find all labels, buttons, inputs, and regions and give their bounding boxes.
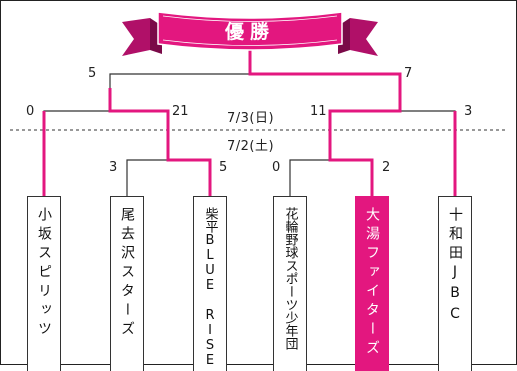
team-name: 柴平BLUE RISE xyxy=(202,207,218,368)
team-box-1: 小坂スピリッツ xyxy=(27,196,61,371)
q1-left-line xyxy=(126,159,168,196)
champion-ribbon: 優勝 xyxy=(122,11,378,56)
final-left-line xyxy=(109,73,250,88)
team-name: 花輪野球スポーツ少年団 xyxy=(282,207,298,350)
final-win-line xyxy=(248,45,402,88)
team-box-5-champion: 大湯ファイターズ xyxy=(355,196,389,371)
win-path-team3 xyxy=(108,88,212,196)
score-semi-left-b: 21 xyxy=(172,104,189,119)
team-box-2: 尾去沢スターズ xyxy=(110,196,144,371)
team-box-4: 花輪野球スポーツ少年団 xyxy=(273,196,307,371)
semi-left-a-line xyxy=(43,110,110,196)
score-semi-right-a: 11 xyxy=(310,104,327,119)
team-name: 十和田JBC xyxy=(447,207,463,327)
team-name: 尾去沢スターズ xyxy=(119,207,135,340)
score-semi-right-b: 3 xyxy=(464,104,473,119)
champion-title: 優勝 xyxy=(224,20,275,43)
q2-left-line xyxy=(289,159,330,196)
date-day2: 7/3(日) xyxy=(227,111,275,126)
score-q2-left: 0 xyxy=(272,160,281,175)
team-name: 大湯ファイターズ xyxy=(364,207,380,359)
score-semi-left-a: 0 xyxy=(26,104,35,119)
score-q2-right: 2 xyxy=(382,160,391,175)
score-q1-left: 3 xyxy=(109,160,118,175)
score-final-right: 7 xyxy=(404,66,413,81)
win-path-team5 xyxy=(328,88,402,196)
team-box-6: 十和田JBC xyxy=(438,196,472,371)
team-box-3: 柴平BLUE RISE xyxy=(193,196,227,371)
date-day1: 7/2(土) xyxy=(227,139,275,154)
team-name: 小坂スピリッツ xyxy=(36,207,52,340)
semi-right-b-line xyxy=(400,110,456,196)
score-final-left: 5 xyxy=(88,66,97,81)
score-q1-right: 5 xyxy=(219,160,228,175)
win-lines xyxy=(42,45,457,196)
